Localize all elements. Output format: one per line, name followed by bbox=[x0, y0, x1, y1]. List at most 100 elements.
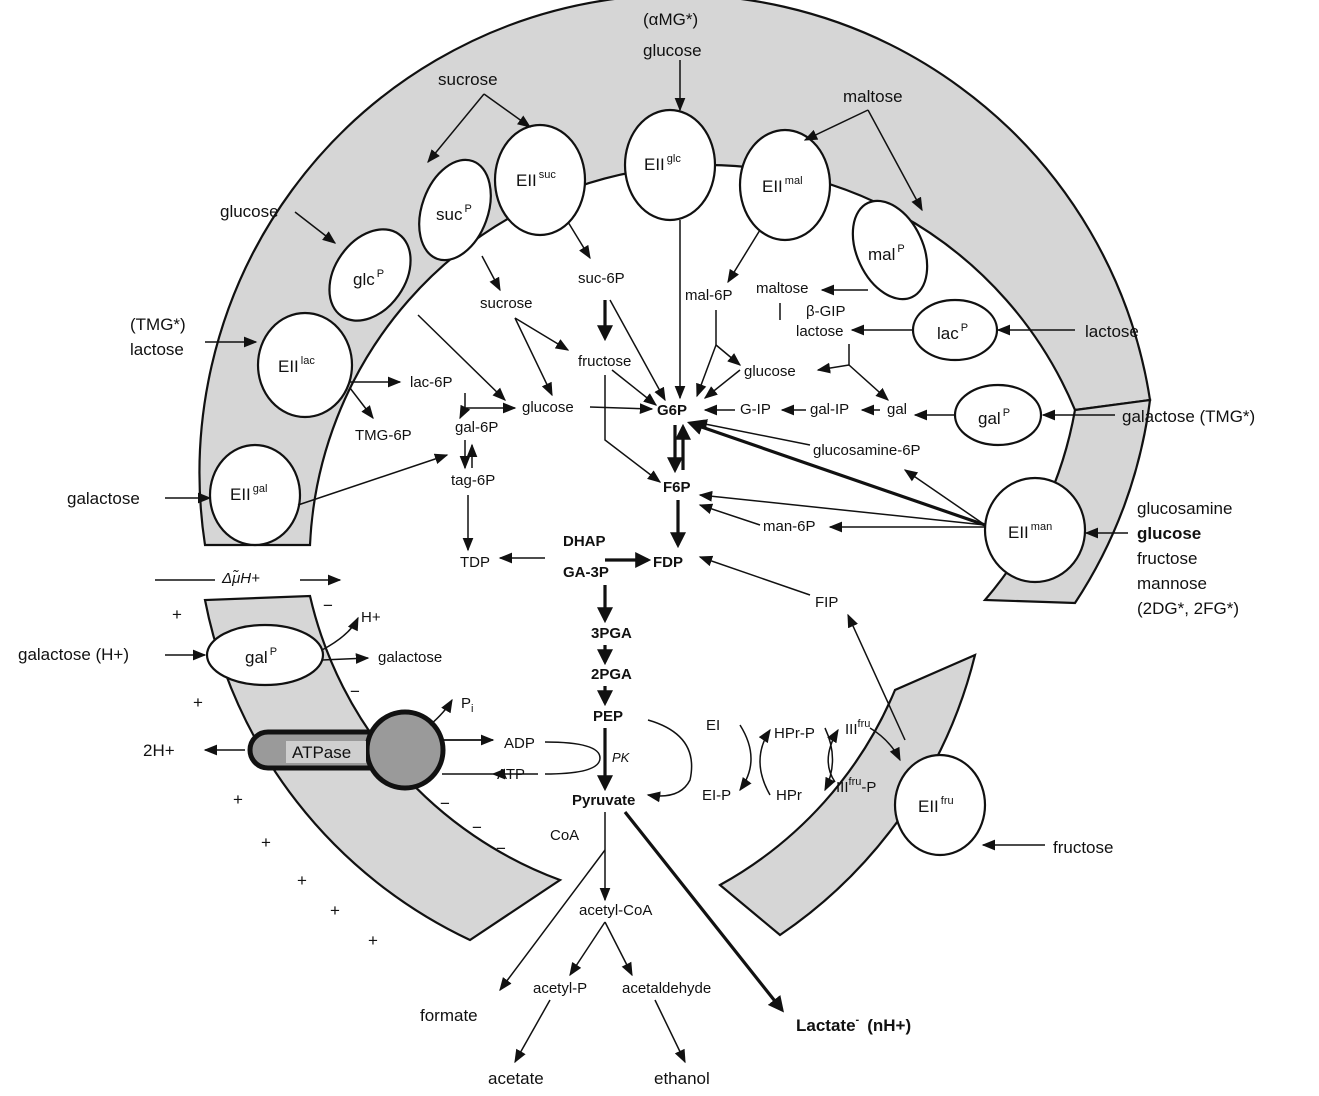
svg-text:+: + bbox=[172, 605, 182, 624]
label-galactose-h: galactose (H+) bbox=[18, 645, 129, 664]
galactose-out: galactose bbox=[378, 649, 442, 666]
suc-6p: suc-6P bbox=[578, 270, 625, 287]
2pga: 2PGA bbox=[591, 666, 632, 683]
pmf-label: Δμ̃H+ bbox=[221, 570, 260, 587]
label-fructose-right: fructose bbox=[1053, 838, 1113, 857]
svg-text:+: + bbox=[261, 833, 271, 852]
membrane-charges: + + + + + + + − − − − − bbox=[172, 596, 506, 950]
arrows bbox=[155, 60, 1128, 1064]
svg-text:+: + bbox=[368, 931, 378, 950]
adp: ADP bbox=[504, 735, 535, 752]
gal: gal bbox=[887, 401, 907, 418]
acetyl-coa: acetyl-CoA bbox=[579, 902, 652, 919]
label-2h: 2H+ bbox=[143, 741, 175, 760]
label-glucose-left: glucose bbox=[220, 202, 279, 221]
acetaldehyde: acetaldehyde bbox=[622, 980, 711, 997]
svg-text:−: − bbox=[472, 818, 482, 837]
svg-text:+: + bbox=[330, 901, 340, 920]
pyruvate: Pyruvate bbox=[572, 792, 635, 809]
membrane-upper-arc bbox=[198, 0, 1152, 547]
maltose-in: maltose bbox=[756, 280, 809, 297]
svg-text:−: − bbox=[496, 839, 506, 858]
iii-fru: IIIfru bbox=[845, 718, 870, 738]
label-maltose: maltose bbox=[843, 87, 903, 106]
svg-text:−: − bbox=[323, 596, 333, 615]
label-lactose-right: lactose bbox=[1085, 322, 1139, 341]
label-lactose-left: lactose bbox=[130, 340, 184, 359]
label-galactose-left: galactose bbox=[67, 489, 140, 508]
acetate: acetate bbox=[488, 1069, 544, 1088]
tag-6p: tag-6P bbox=[451, 472, 495, 489]
hpr: HPr bbox=[776, 787, 802, 804]
formate: formate bbox=[420, 1006, 478, 1025]
man-6p: man-6P bbox=[763, 518, 816, 535]
fip: FIP bbox=[815, 594, 838, 611]
gal-6p: gal-6P bbox=[455, 419, 498, 436]
acetyl-p: acetyl-P bbox=[533, 980, 587, 997]
mal-6p: mal-6P bbox=[685, 287, 733, 304]
label-galactose-tmg: galactose (TMG*) bbox=[1122, 407, 1255, 426]
pep: PEP bbox=[593, 708, 623, 725]
lac-6p: lac-6P bbox=[410, 374, 453, 391]
atpase-complex: ATPase bbox=[247, 709, 446, 791]
h-out: H+ bbox=[361, 609, 381, 626]
glucosamine-6p: glucosamine-6P bbox=[813, 442, 921, 459]
label-man-glucose: glucose bbox=[1137, 524, 1201, 543]
label-glucose-top: glucose bbox=[643, 41, 702, 60]
fructose-in: fructose bbox=[578, 353, 631, 370]
sucrose-in: sucrose bbox=[480, 295, 533, 312]
label-amg: (αMG*) bbox=[643, 10, 698, 29]
glucose-mid: glucose bbox=[522, 399, 574, 416]
lactate: Lactate-(nH+) bbox=[796, 1014, 911, 1035]
ei-p: EI-P bbox=[702, 787, 731, 804]
label-man-glucosamine: glucosamine bbox=[1137, 499, 1232, 518]
glucose-right: glucose bbox=[744, 363, 796, 380]
svg-text:−: − bbox=[440, 794, 450, 813]
tmg-6p: TMG-6P bbox=[355, 427, 412, 444]
svg-text:+: + bbox=[233, 790, 243, 809]
gal-ip: gal-IP bbox=[810, 401, 849, 418]
svg-text:+: + bbox=[297, 871, 307, 890]
g6p: G6P bbox=[657, 402, 687, 419]
g-ip: G-IP bbox=[740, 401, 771, 418]
3pga: 3PGA bbox=[591, 625, 632, 642]
label-sucrose: sucrose bbox=[438, 70, 498, 89]
lactose-in: lactose bbox=[796, 323, 844, 340]
pi: Pi bbox=[461, 695, 473, 715]
svg-text:ATPase: ATPase bbox=[292, 743, 351, 762]
hpr-p: HPr-P bbox=[774, 725, 815, 742]
beta-gip: β-GIP bbox=[806, 303, 845, 320]
ga-3p: GA-3P bbox=[563, 564, 609, 581]
f6p: F6P bbox=[663, 479, 691, 496]
tdp: TDP bbox=[460, 554, 490, 571]
svg-text:+: + bbox=[193, 693, 203, 712]
ei: EI bbox=[706, 717, 720, 734]
label-tmg: (TMG*) bbox=[130, 315, 186, 334]
svg-text:−: − bbox=[350, 682, 360, 701]
dhap: DHAP bbox=[563, 533, 606, 550]
label-man-mannose: mannose bbox=[1137, 574, 1207, 593]
pk: PK bbox=[612, 750, 631, 765]
